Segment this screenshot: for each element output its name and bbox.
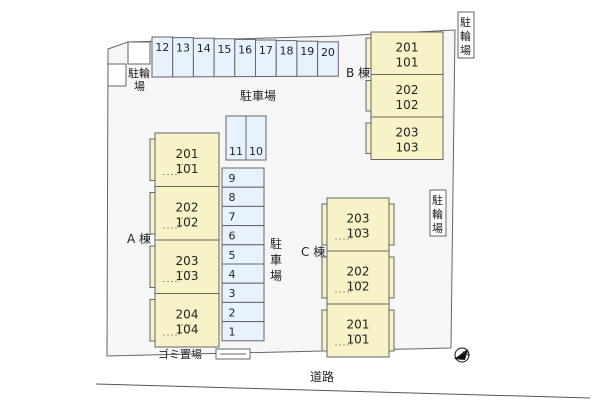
unit-number-lower: 103 [396,140,419,154]
lot-corner-box [107,63,127,87]
parking-label-top: 駐車場 [240,88,276,103]
unit-number-lower: 101 [176,162,199,176]
unit-number-lower: 103 [176,269,199,283]
svg-text:駐輪: 駐輪 [128,66,150,80]
bicycle-parking-right: 駐 輪 場 [429,189,447,237]
unit-number-lower: 101 [347,333,370,347]
svg-text:車: 車 [270,253,282,267]
road-label: 道路 [310,369,334,384]
parking-label-side: 駐 車 場 [270,236,282,283]
parking-space-number: 18 [280,45,294,58]
parking-space-number: 19 [300,45,314,58]
svg-text:輪: 輪 [460,29,471,43]
bicycle-parking-left: 駐輪 場 [128,66,150,93]
garbage-label: ゴミ置場 [158,347,202,361]
svg-text:駐: 駐 [432,193,443,207]
unit-number-lower: 102 [176,215,199,229]
parking-space-number: 4 [229,268,236,281]
parking-space-number: 3 [229,287,236,300]
parking-space-number: 8 [229,191,236,204]
svg-text:場: 場 [432,222,443,235]
parking-column: 9 8 7 6 5 4 3 2 1 [221,167,265,342]
svg-text:駐: 駐 [270,236,282,251]
parking-space-number: 16 [238,43,252,56]
unit-number-upper: 201 [347,318,370,332]
unit-number-lower: 102 [347,280,370,294]
parking-space-number: 20 [321,46,335,59]
building-c-label: C 棟 [301,244,325,259]
parking-space-number: 15 [217,43,231,56]
parking-space [317,41,339,77]
unit-number-lower: 103 [347,227,370,241]
unit-number-upper: 203 [347,212,370,226]
unit-number-upper: 202 [396,83,419,97]
parking-space-number: 7 [229,210,236,223]
garbage-area [215,348,251,360]
parking-space-number: 2 [229,306,236,319]
unit-number-upper: 204 [176,307,199,321]
north-arrow-icon: N [454,347,472,363]
unit-number-lower: 104 [176,322,199,336]
building-a-label: A 棟 [127,231,151,246]
parking-space-number: 6 [229,230,236,243]
svg-text:場: 場 [460,44,471,57]
unit-number-lower: 101 [396,55,419,69]
unit-number-upper: 201 [396,40,419,54]
svg-text:N: N [462,349,472,361]
unit-number-upper: 202 [347,265,370,279]
unit-number-upper: 203 [176,254,199,268]
bicycle-parking-top-right: 駐 輪 場 [457,11,475,59]
parking-space-number: 9 [229,172,236,185]
svg-text:駐: 駐 [460,15,471,29]
svg-text:場: 場 [134,80,145,93]
parking-space [245,115,267,161]
svg-text:輪: 輪 [432,207,443,221]
parking-space-number: 14 [197,42,211,55]
parking-row-top: 12 13 14 15 16 17 18 19 20 [151,36,339,78]
parking-space-number: 5 [229,249,236,262]
parking-space-number: 12 [155,41,169,54]
unit-number-upper: 201 [176,147,199,161]
parking-space-number: 10 [249,145,263,158]
unit-number-upper: 203 [396,125,419,139]
svg-text:場: 場 [270,269,282,283]
parking-space-number: 1 [229,326,236,339]
building-b-label: B 棟 [346,65,370,80]
parking-space-number: 13 [176,42,190,55]
parking-space-number: 11 [229,145,243,158]
parking-pair: 11 10 [225,115,267,161]
unit-number-lower: 102 [396,98,419,112]
parking-space-number: 17 [259,44,273,57]
unit-number-upper: 202 [176,200,199,214]
road-line [95,383,591,399]
lot-notch [127,41,151,65]
parking-space [221,321,265,342]
